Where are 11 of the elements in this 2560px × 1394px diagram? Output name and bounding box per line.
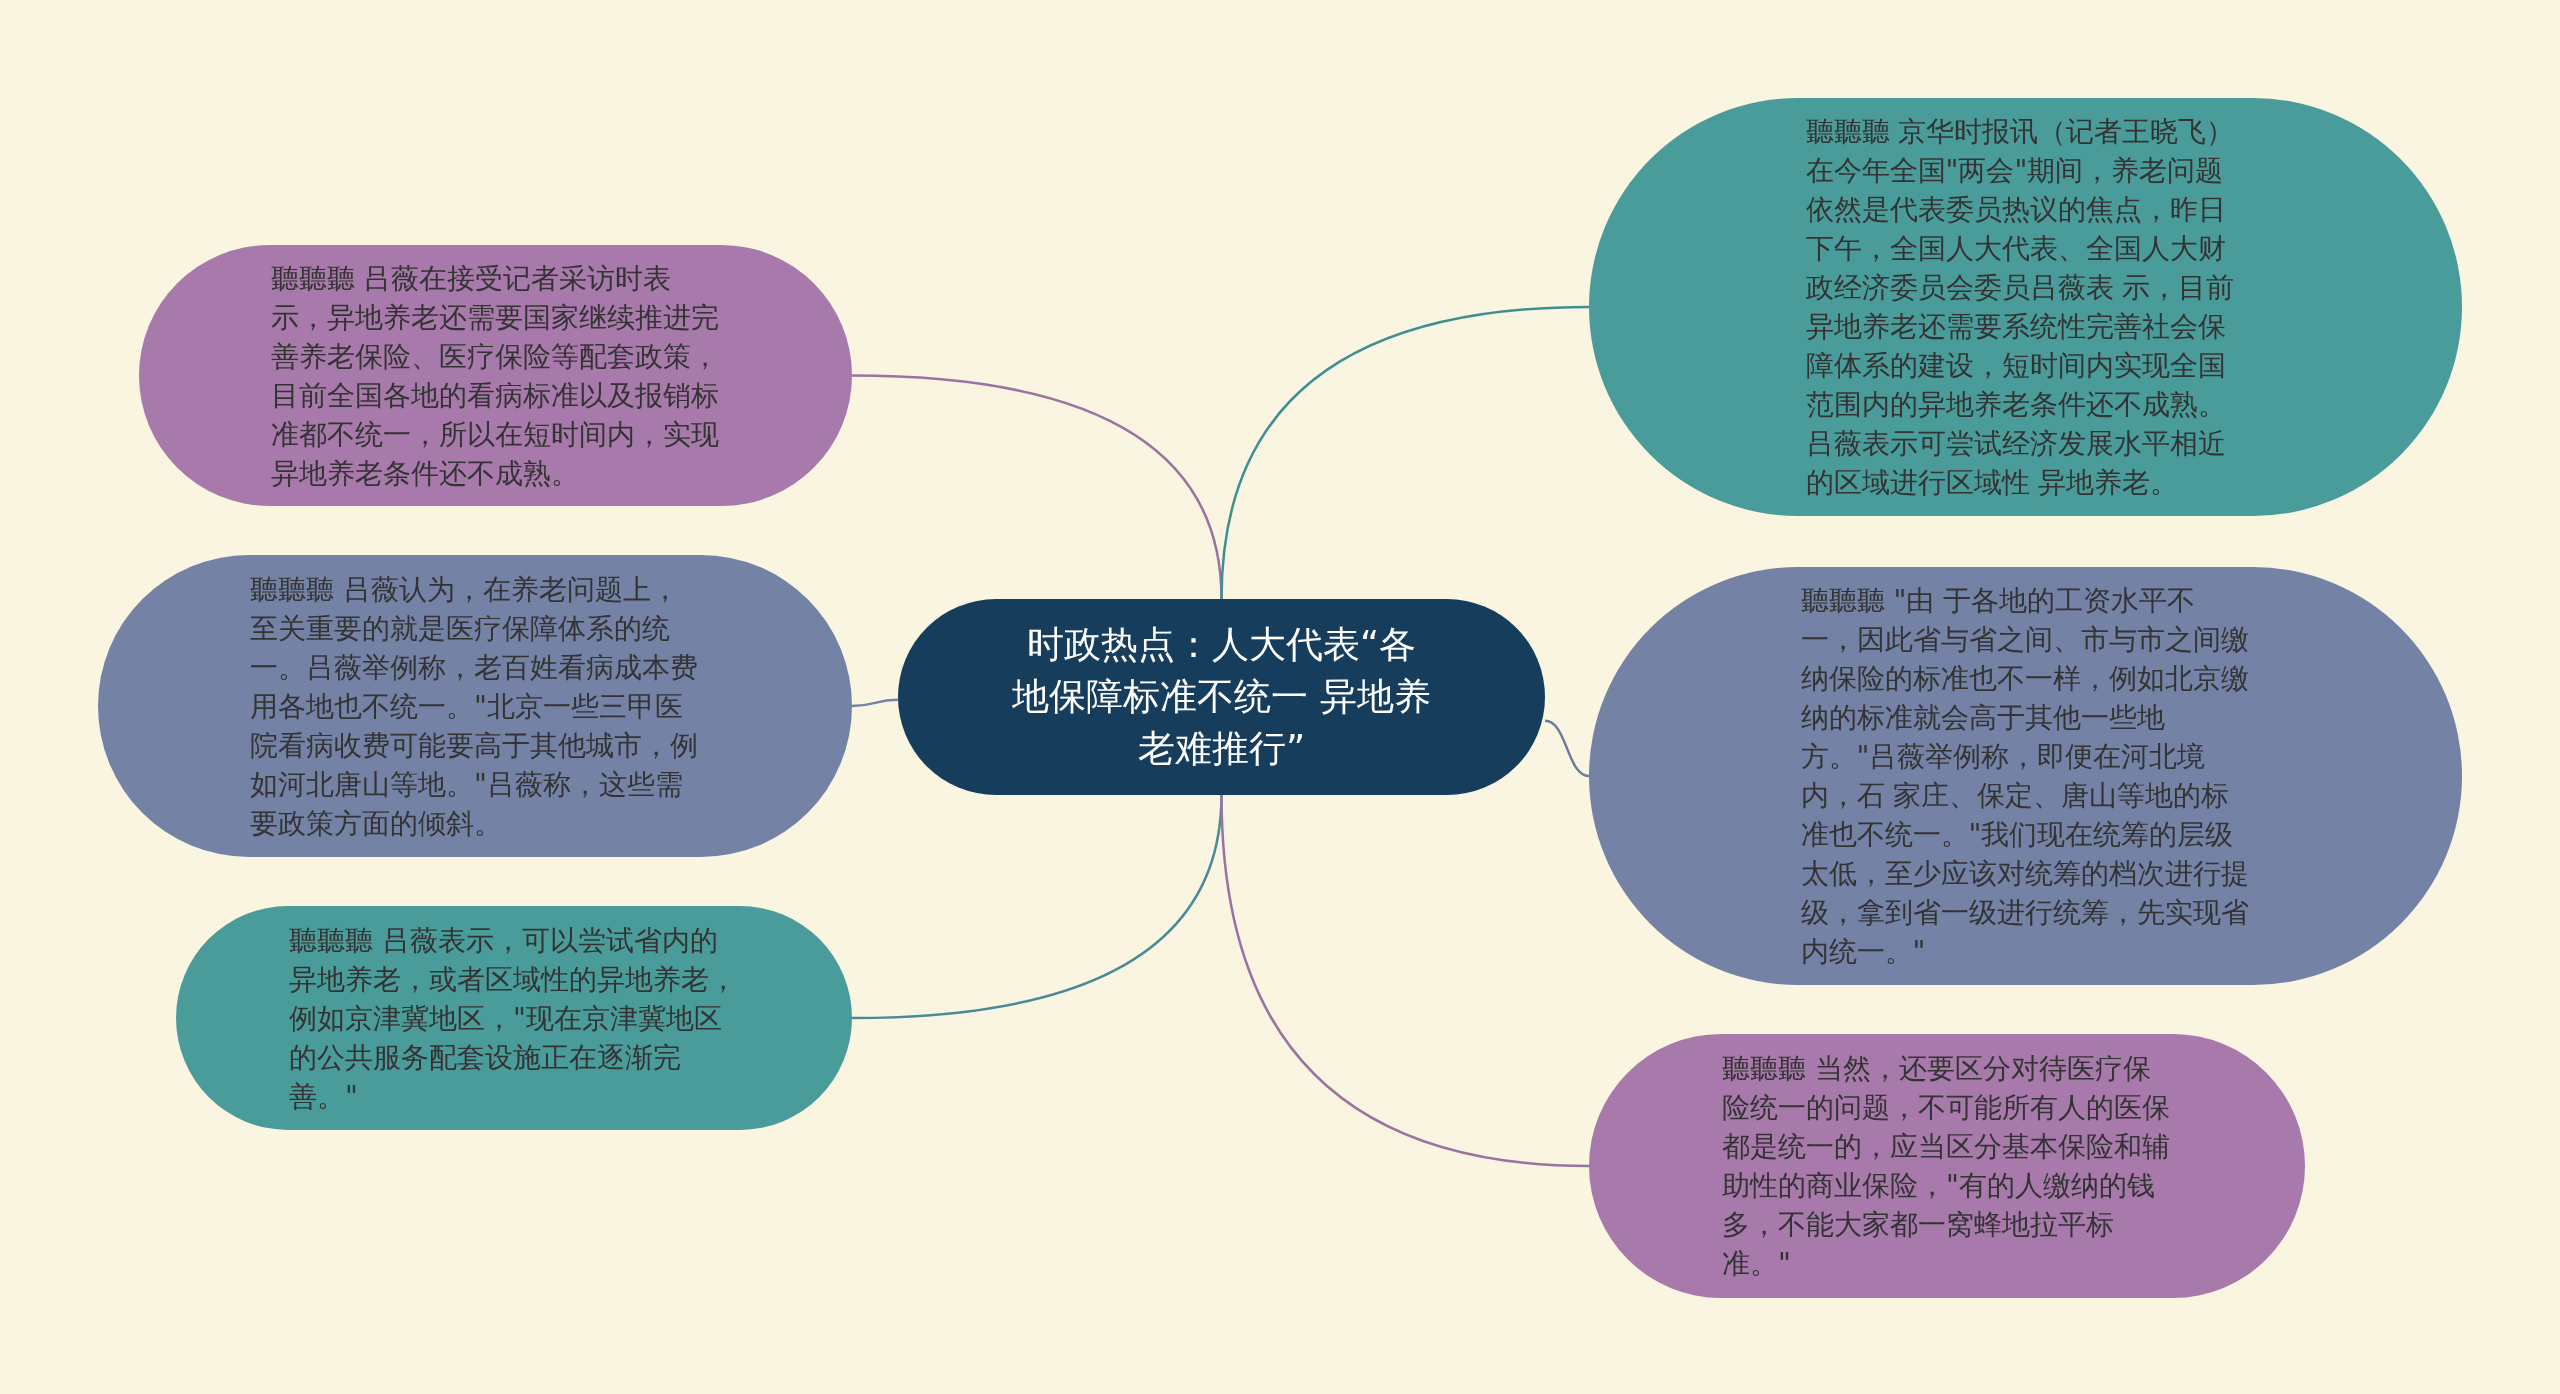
connector-line [1220, 305, 1590, 600]
connector-line [1544, 719, 1590, 778]
note-text: 聽聽聽 吕薇表示，可以尝试省内的异地养老，或者区域性的异地养老，例如京津冀地区，"现在京津冀地区的公共服务配套设施正在逐渐完善。" [289, 922, 738, 1115]
note-text: 聽聽聽 "由 于各地的工资水平不一，因此省与省之间、市与市之间缴纳保险的标准也不一样，例如北京缴纳的标准就会高于其他一些地方。"吕薇举例称，即便在河北境内，石 家庄、保定、唐山等地的标准也不统一。"我们现在统筹的层级太低，至少应该对统筹的档次进行提级，拿到省一级进行统筹，先实现省内统一。" [1800, 583, 2250, 970]
note-text: 聽聽聽 吕薇在接受记者采访时表示，异地养老还需要国家继续推进完善养老保险、医疗保险等配套政策，目前全国各地的看病标准以及报销标准都不统一，所以在短时间内，实现异地养老条件还不成熟。 [270, 260, 720, 492]
connector-line [1220, 794, 1590, 1168]
connector-line [851, 698, 899, 708]
topic-title: 时政热点：人大代表“各地保障标准不统一 异地养老难推行” [1011, 622, 1432, 772]
note-text: 聽聽聽 吕薇认为，在养老问题上，至关重要的就是医疗保障体系的统一。吕薇举例称，老百姓看病成本费用各地也不统一。"北京一些三甲医院看病收费可能要高于其他城市，例如河北唐山等地。"吕薇称，这些需要政策方面的倾斜。 [250, 571, 699, 842]
note-text: 聽聽聽 当然，还要区分对待医疗保险统一的问题，不可能所有人的医保都是统一的，应当区分基本保险和辅助性的商业保险，"有的人缴纳的钱多，不能大家都一窝蜂地拉平标准。" [1722, 1051, 2171, 1282]
note-text: 聽聽聽 京华时报讯（记者王晓飞）在今年全国"两会"期间，养老问题依然是代表委员热议的焦点，昨日下午，全国人大代表、全国人大财政经济委员会委员吕薇表 示，目前异地养老还需要系统性完善社会保障体系的建设，短时间内实现全国范围内的异地养老条件还不成熟。吕薇表示可尝试经济发展水平相近的区域进行区域性 异地养老。 [1805, 114, 2236, 501]
